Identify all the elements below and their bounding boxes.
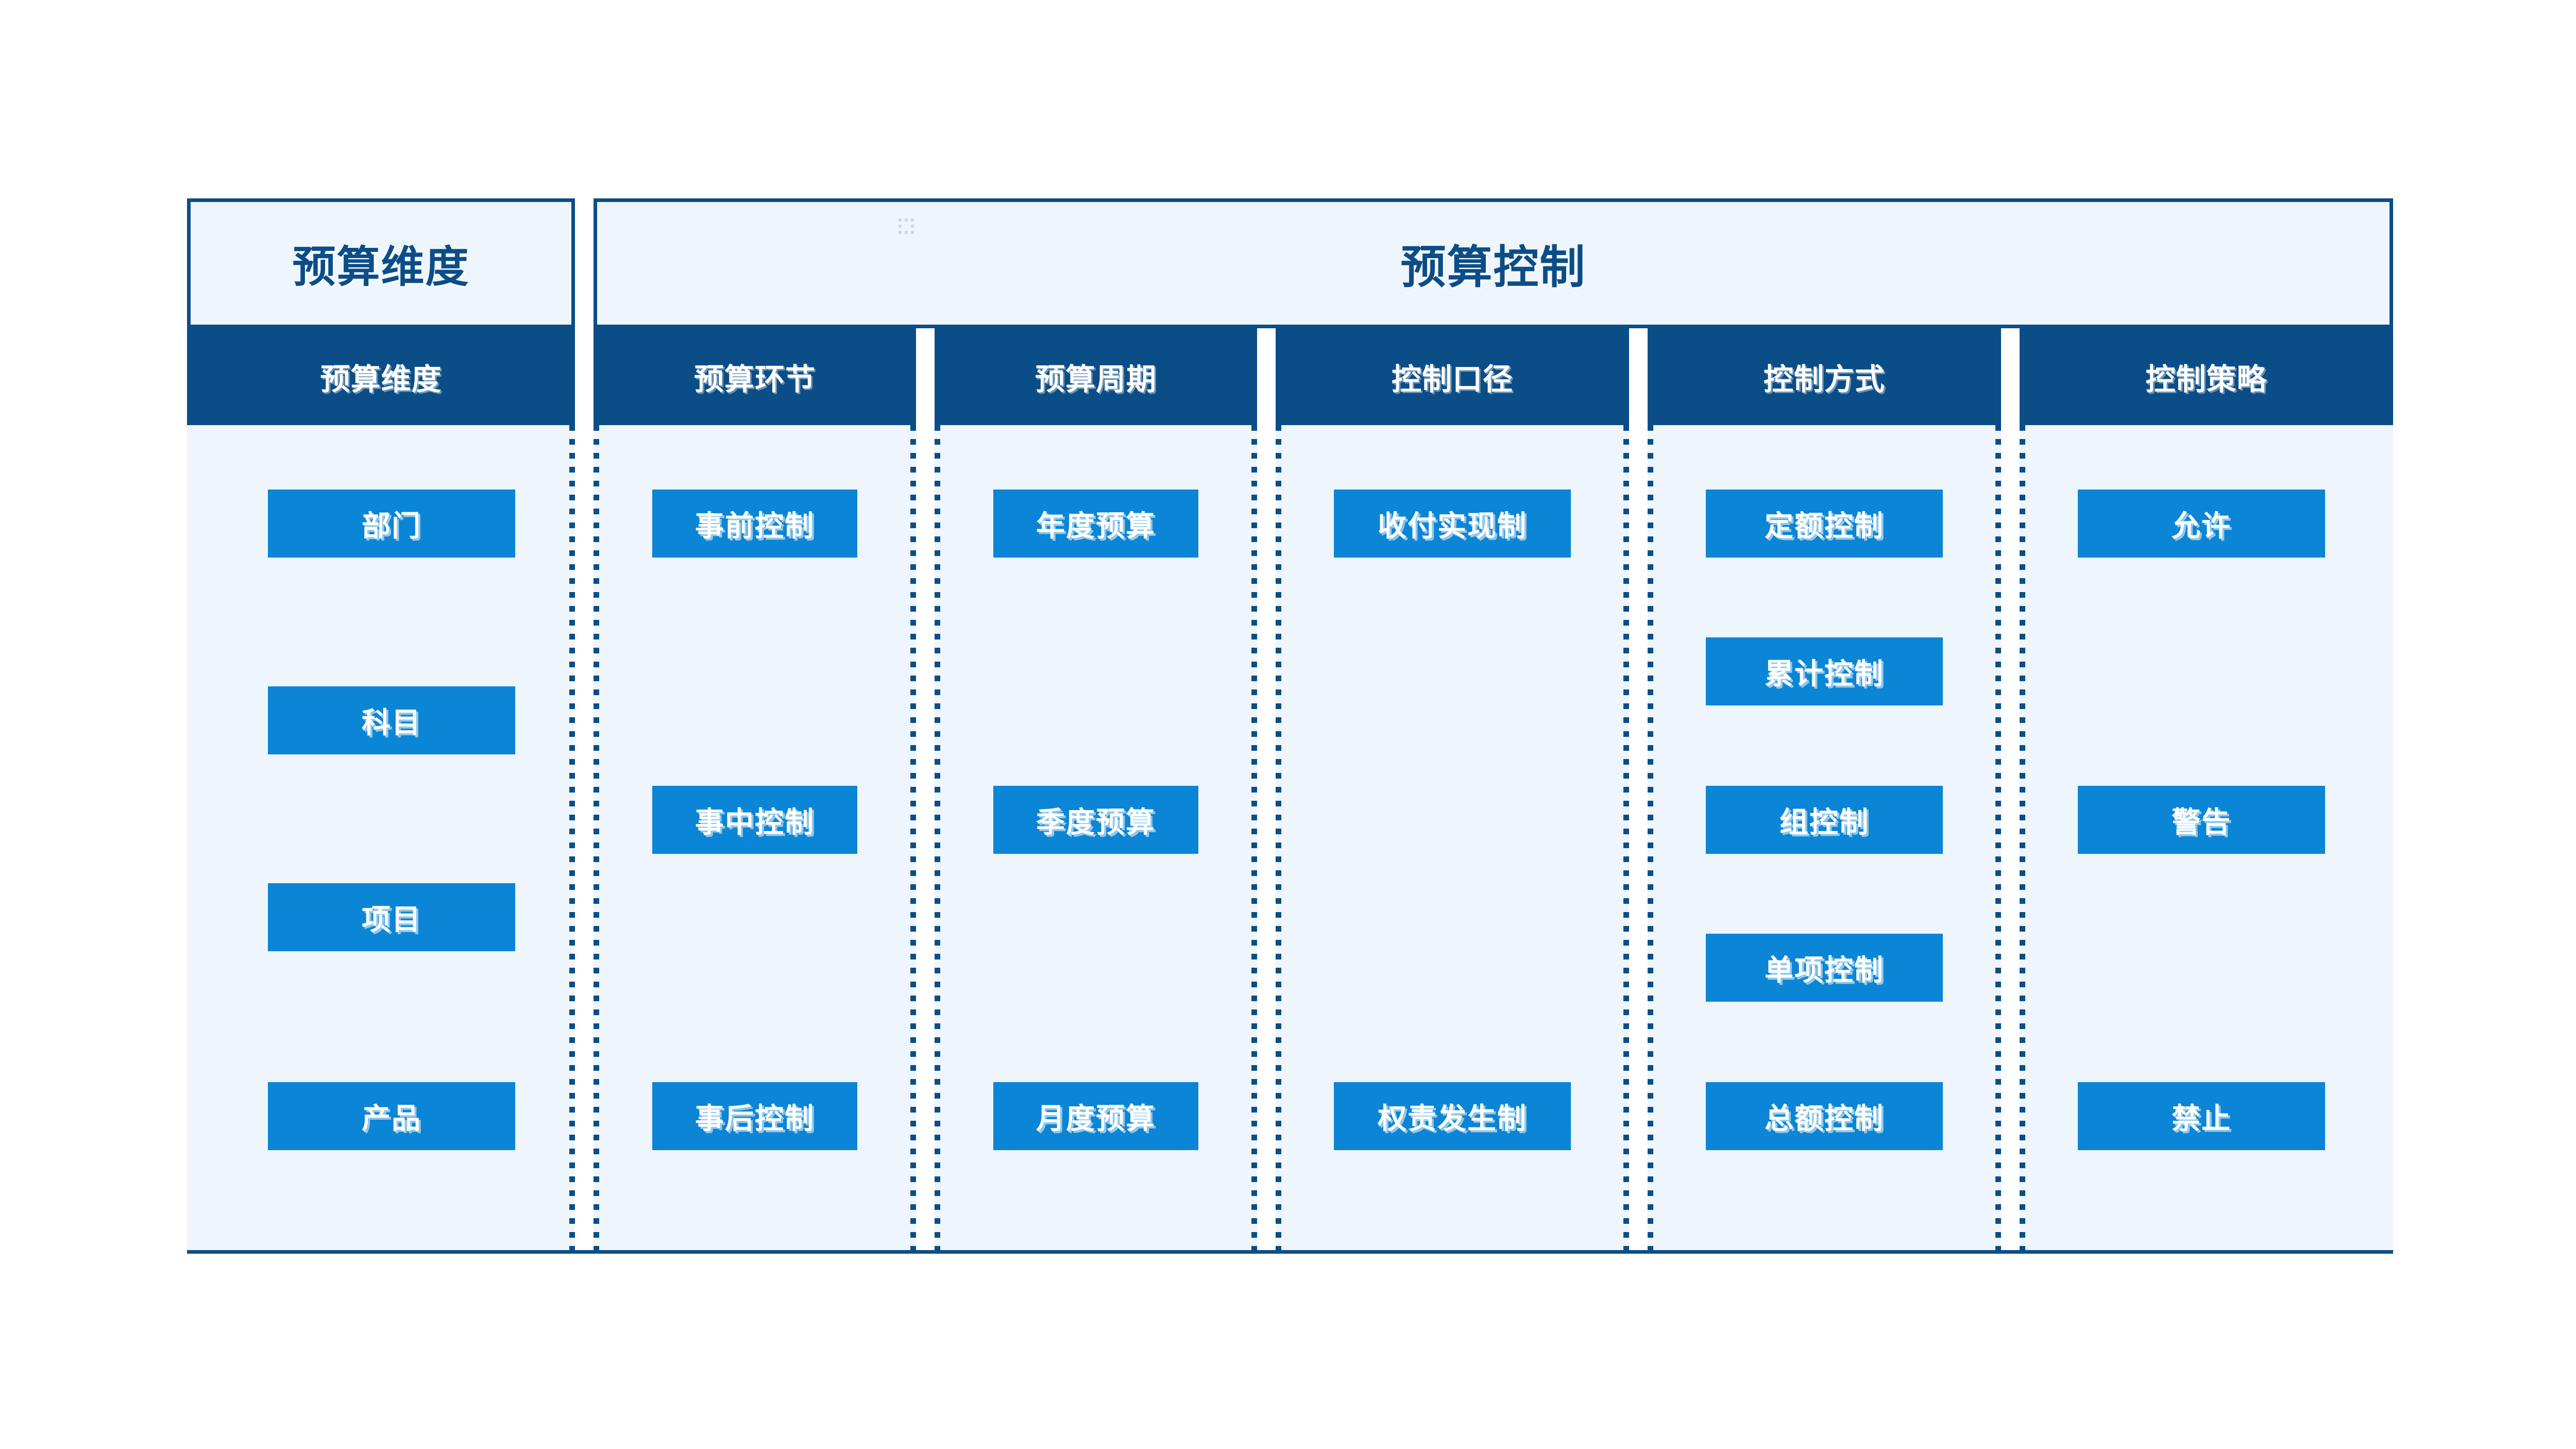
pill-label: 权责发生制 [1378,1102,1527,1135]
pill-label: 事后控制 [695,1102,815,1135]
pill-label: 产品 [362,1102,421,1135]
pill-label: 组控制 [1780,805,1869,838]
pill-basis-cash[interactable]: 收付实现制 [1334,490,1571,558]
column-header-label: 控制策略 [2145,363,2267,396]
column-header-budget-stage: 预算环节 [594,328,916,425]
column-divider-dotted [2020,425,2025,1250]
pill-period-monthly[interactable]: 月度预算 [993,1082,1198,1150]
column-header-budget-period: 预算周期 [935,328,1257,425]
pill-method-cumulative[interactable]: 累计控制 [1706,637,1943,705]
header-gap [575,328,594,425]
pill-label: 项目 [362,903,421,936]
pill-method-single-item[interactable]: 单项控制 [1706,934,1943,1002]
title-box-budget-dimension: 预算维度 [187,198,575,328]
pill-period-quarterly[interactable]: 季度预算 [993,786,1198,854]
title-box-budget-control: 预算控制 [594,198,2393,328]
pill-dimension-product[interactable]: 产品 [268,1082,515,1150]
header-gap [2001,328,2020,425]
pill-label: 事中控制 [695,805,815,838]
pill-stage-pre-control[interactable]: 事前控制 [652,490,857,558]
dotted-square-handle-icon [899,218,914,234]
column-divider-dotted [935,425,940,1250]
pill-label: 年度预算 [1036,509,1156,542]
column-divider-dotted [910,425,916,1250]
pill-label: 禁止 [2172,1102,2231,1135]
column-header-label: 预算周期 [1035,363,1157,396]
column-divider-dotted [569,425,575,1250]
title-right-label: 预算控制 [1400,241,1586,293]
column-divider-dotted [1276,425,1281,1250]
pill-label: 累计控制 [1765,657,1884,690]
title-left-label: 预算维度 [292,242,470,291]
pill-method-group[interactable]: 组控制 [1706,786,1943,854]
column-content-area: 部门 科目 项目 产品 事前控制 事中控制 [187,425,2393,1250]
diagram-body: 预算维度 预算环节 预算周期 控制口径 控制方式 [187,328,2393,1254]
column-divider-gap [1257,425,1276,1250]
title-row: 预算维度 预算控制 [187,198,2393,328]
pill-label: 总额控制 [1765,1102,1884,1135]
column-divider-dotted [1623,425,1629,1250]
pill-strategy-warn[interactable]: 警告 [2078,786,2325,854]
pill-method-total[interactable]: 总额控制 [1706,1082,1943,1150]
column-header-budget-dimension: 预算维度 [187,328,575,425]
pill-period-annual[interactable]: 年度预算 [993,490,1198,558]
column-header-label: 预算环节 [693,363,816,396]
pill-label: 定额控制 [1765,509,1884,542]
pill-strategy-allow[interactable]: 允许 [2078,490,2325,558]
column-header-control-basis: 控制口径 [1276,328,1629,425]
pill-dimension-project[interactable]: 项目 [268,883,515,951]
column-divider-gap [916,425,935,1250]
column-divider-dotted [1251,425,1257,1250]
pill-strategy-forbid[interactable]: 禁止 [2078,1082,2325,1150]
header-gap [1257,328,1276,425]
column-header-strip: 预算维度 预算环节 预算周期 控制口径 控制方式 [187,328,2393,425]
pill-label: 季度预算 [1036,805,1156,838]
pill-label: 收付实现制 [1378,509,1527,542]
pill-label: 月度预算 [1036,1102,1156,1135]
pill-dimension-account[interactable]: 科目 [268,686,515,754]
column-header-control-method: 控制方式 [1648,328,2001,425]
pill-label: 单项控制 [1765,953,1884,986]
column-divider-gap [2001,425,2020,1250]
column-divider-dotted [1995,425,2001,1250]
column-divider-gap [1629,425,1648,1250]
pill-method-quota[interactable]: 定额控制 [1706,490,1943,558]
column-divider-gap [575,425,594,1250]
header-gap [1629,328,1648,425]
pill-stage-in-control[interactable]: 事中控制 [652,786,857,854]
pill-dimension-department[interactable]: 部门 [268,490,515,558]
pill-stage-post-control[interactable]: 事后控制 [652,1082,857,1150]
column-header-label: 控制口径 [1391,363,1513,396]
header-gap [916,328,935,425]
column-header-label: 控制方式 [1763,363,1885,396]
column-divider-dotted [1648,425,1653,1250]
pill-basis-accrual[interactable]: 权责发生制 [1334,1082,1571,1150]
budget-control-diagram: 预算维度 预算控制 预算维度 预算环节 [187,198,2393,1254]
pill-label: 科目 [362,706,421,739]
pill-label: 允许 [2172,509,2231,542]
column-divider-dotted [594,425,599,1250]
column-header-label: 预算维度 [320,363,442,396]
pill-label: 事前控制 [695,509,815,542]
pill-label: 部门 [362,509,421,542]
pill-label: 警告 [2172,805,2231,838]
column-header-control-strategy: 控制策略 [2020,328,2393,425]
